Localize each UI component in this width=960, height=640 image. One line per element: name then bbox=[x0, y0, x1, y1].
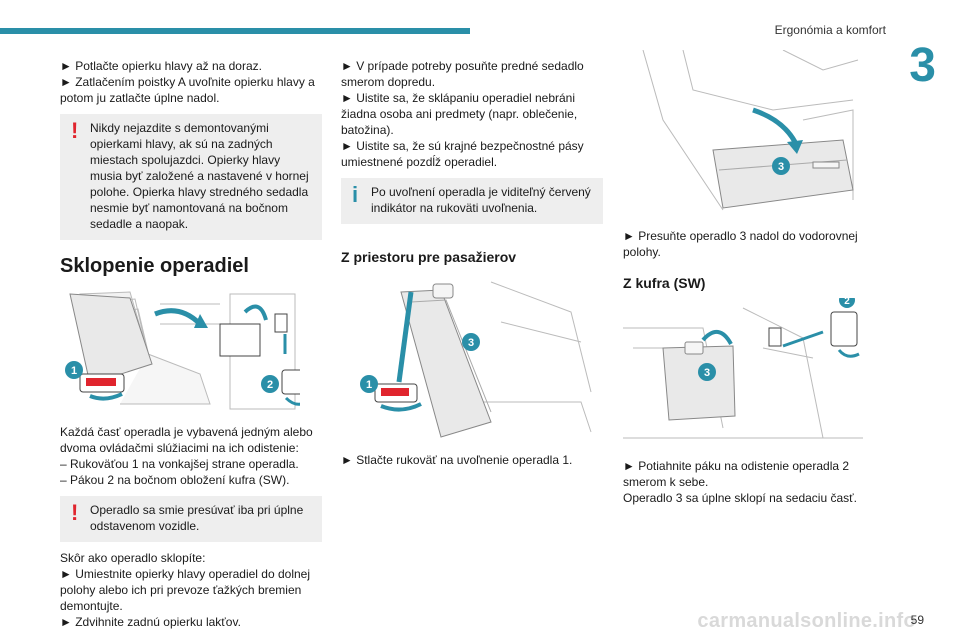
column-1: ► Potlačte opierku hlavy až na doraz. ► … bbox=[60, 58, 322, 630]
illustration-passenger-release: 1 3 bbox=[341, 272, 603, 442]
instruction-release-latch: ► Zatlačením poistky A uvoľnite opierku … bbox=[60, 75, 315, 105]
badge-1: 1 bbox=[366, 379, 372, 391]
control-handle-1: – Rukoväťou 1 na vonkajšej strane operad… bbox=[60, 457, 299, 471]
control-lever-2: – Pákou 2 na bočnom obložení kufra (SW). bbox=[60, 473, 290, 487]
chapter-title: Ergonómia a komfort bbox=[774, 23, 886, 37]
instruction-no-obstruction: ► Uistite sa, že sklápaniu operadiel neb… bbox=[341, 91, 578, 137]
watermark: carmanualsonline.info bbox=[697, 610, 916, 632]
badge-2: 2 bbox=[267, 379, 273, 391]
warning-text: Nikdy nejazdite s demontovanými opierkam… bbox=[90, 121, 309, 231]
info-note-indicator: i Po uvoľnení operadla je viditeľný červ… bbox=[341, 178, 603, 224]
header-rule bbox=[0, 28, 470, 34]
info-icon: i bbox=[352, 182, 359, 207]
info-text: Po uvoľnení operadla je viditeľný červen… bbox=[371, 185, 591, 215]
result-backrest-folds: Operadlo 3 sa úplne sklopí na sedaciu ča… bbox=[623, 491, 857, 505]
before-folding: Skôr ako operadlo sklopíte: bbox=[60, 551, 206, 565]
warning-text: Operadlo sa smie presúvať iba pri úplne … bbox=[90, 503, 304, 533]
instruction-armrest-up: ► Zdvihnite zadnú opierku lakťov. bbox=[60, 615, 241, 629]
instruction-pull-lever: ► Potiahnite páku na odistenie operadla … bbox=[623, 459, 850, 489]
intro-controls: Každá časť operadla je vybavená jedným a… bbox=[60, 425, 313, 455]
subsection-heading-passenger: Z priestoru pre pasažierov bbox=[341, 249, 517, 265]
instruction-press-handle: ► Stlačte rukoväť na uvoľnenie operadla … bbox=[341, 453, 573, 467]
page-number: 59 bbox=[910, 613, 924, 627]
subsection-heading-trunk: Z kufra (SW) bbox=[623, 275, 706, 291]
section-heading: Sklopenie operadiel bbox=[60, 255, 249, 277]
instruction-move-backrest: ► Presuňte operadlo 3 nadol do vodorovne… bbox=[623, 229, 858, 259]
warning-icon: ! bbox=[71, 500, 79, 525]
illustration-trunk-release: 2 3 bbox=[623, 298, 885, 448]
instruction-push-headrest: ► Potlačte opierku hlavy až na doraz. bbox=[60, 59, 262, 73]
badge-3: 3 bbox=[778, 161, 784, 173]
badge-3: 3 bbox=[468, 337, 474, 349]
instruction-seatbelts: ► Uistite sa, že sú krajné bezpečnostné … bbox=[341, 139, 584, 169]
illustration-fold-down: 3 bbox=[623, 50, 885, 218]
warning-note-stationary: ! Operadlo sa smie presúvať iba pri úpln… bbox=[60, 496, 322, 542]
illustration-seat-release: 1 2 bbox=[60, 284, 322, 414]
instruction-front-seat: ► V prípade potreby posuňte predné sedad… bbox=[341, 59, 584, 89]
badge-3: 3 bbox=[704, 367, 710, 379]
warning-note-headrests: ! Nikdy nejazdite s demontovanými opierk… bbox=[60, 114, 322, 240]
chapter-number: 3 bbox=[909, 39, 936, 92]
column-3: 3 ► Presuňte operadlo 3 nadol do vodorov… bbox=[623, 50, 885, 506]
badge-2: 2 bbox=[844, 298, 850, 307]
column-2: ► V prípade potreby posuňte predné sedad… bbox=[341, 58, 603, 468]
instruction-headrests-down: ► Umiestnite opierky hlavy operadiel do … bbox=[60, 567, 311, 613]
warning-icon: ! bbox=[71, 118, 79, 143]
badge-1: 1 bbox=[71, 365, 77, 377]
